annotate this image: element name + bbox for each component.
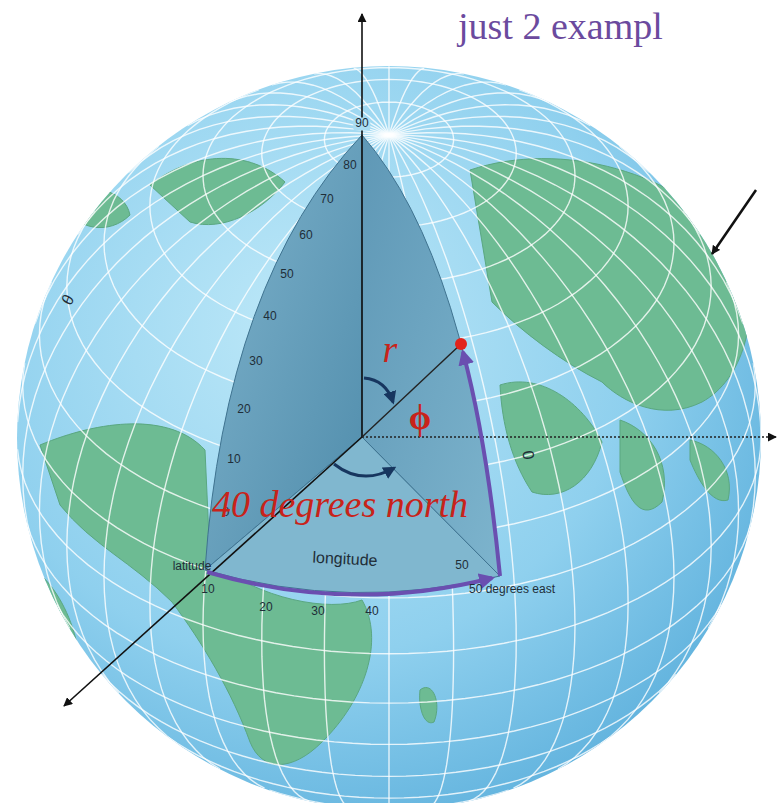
graticule-lines (18, 66, 762, 803)
grid-line (389, 126, 701, 235)
scale-number: 90 (353, 117, 370, 130)
globe-sphere (17, 66, 761, 803)
coordinate-label: 0 (519, 449, 538, 461)
angle-symbol: 40 degrees north (212, 484, 468, 526)
grid-line (86, 604, 721, 744)
radius-vector (362, 344, 461, 437)
scale-number: 30 (311, 605, 324, 618)
grid-line (388, 66, 389, 135)
grid-line (39, 282, 86, 436)
coordinate-label: longitude (312, 549, 378, 570)
slide-heading: just 2 exampl (458, 6, 663, 48)
grid-line (27, 524, 71, 597)
scale-number: 50 (455, 559, 468, 572)
grid-line (389, 68, 424, 135)
latitude-arc-arrow (463, 352, 500, 576)
axis-name: θ (58, 293, 77, 306)
scale-number: 40 (365, 605, 378, 618)
phi-arrow (334, 464, 394, 476)
grid-line (67, 135, 389, 694)
grid-line (18, 449, 67, 546)
scale-number: 20 (259, 601, 272, 614)
scale-number: latitude (173, 560, 212, 573)
scale-number: 60 (299, 229, 312, 242)
grid-line (104, 135, 389, 744)
z-axis (361, 14, 363, 437)
scale-number: 10 (227, 453, 240, 466)
grid-line (23, 363, 72, 492)
point-marker (455, 338, 467, 350)
longitude-arc-arrow (207, 572, 492, 595)
scale-number: 50 degrees east (469, 583, 555, 596)
x-axis (64, 437, 362, 706)
grid-line (39, 135, 389, 629)
theta-arrow (364, 378, 393, 402)
pointer-arrow (712, 190, 756, 254)
grid-line (389, 117, 650, 173)
scale-number: 80 (343, 159, 356, 172)
vector-symbol: ϕ (409, 398, 431, 438)
grid-line (354, 68, 389, 135)
scale-number: 20 (237, 403, 250, 416)
scale-number: 10 (201, 583, 214, 596)
angle-symbol: r (383, 329, 398, 371)
scale-number: 40 (263, 310, 276, 323)
scale-number: 70 (320, 193, 333, 206)
scale-number: 30 (249, 355, 262, 368)
scale-number: 50 (280, 268, 293, 281)
grid-line (229, 93, 389, 135)
grid-line (110, 674, 676, 776)
